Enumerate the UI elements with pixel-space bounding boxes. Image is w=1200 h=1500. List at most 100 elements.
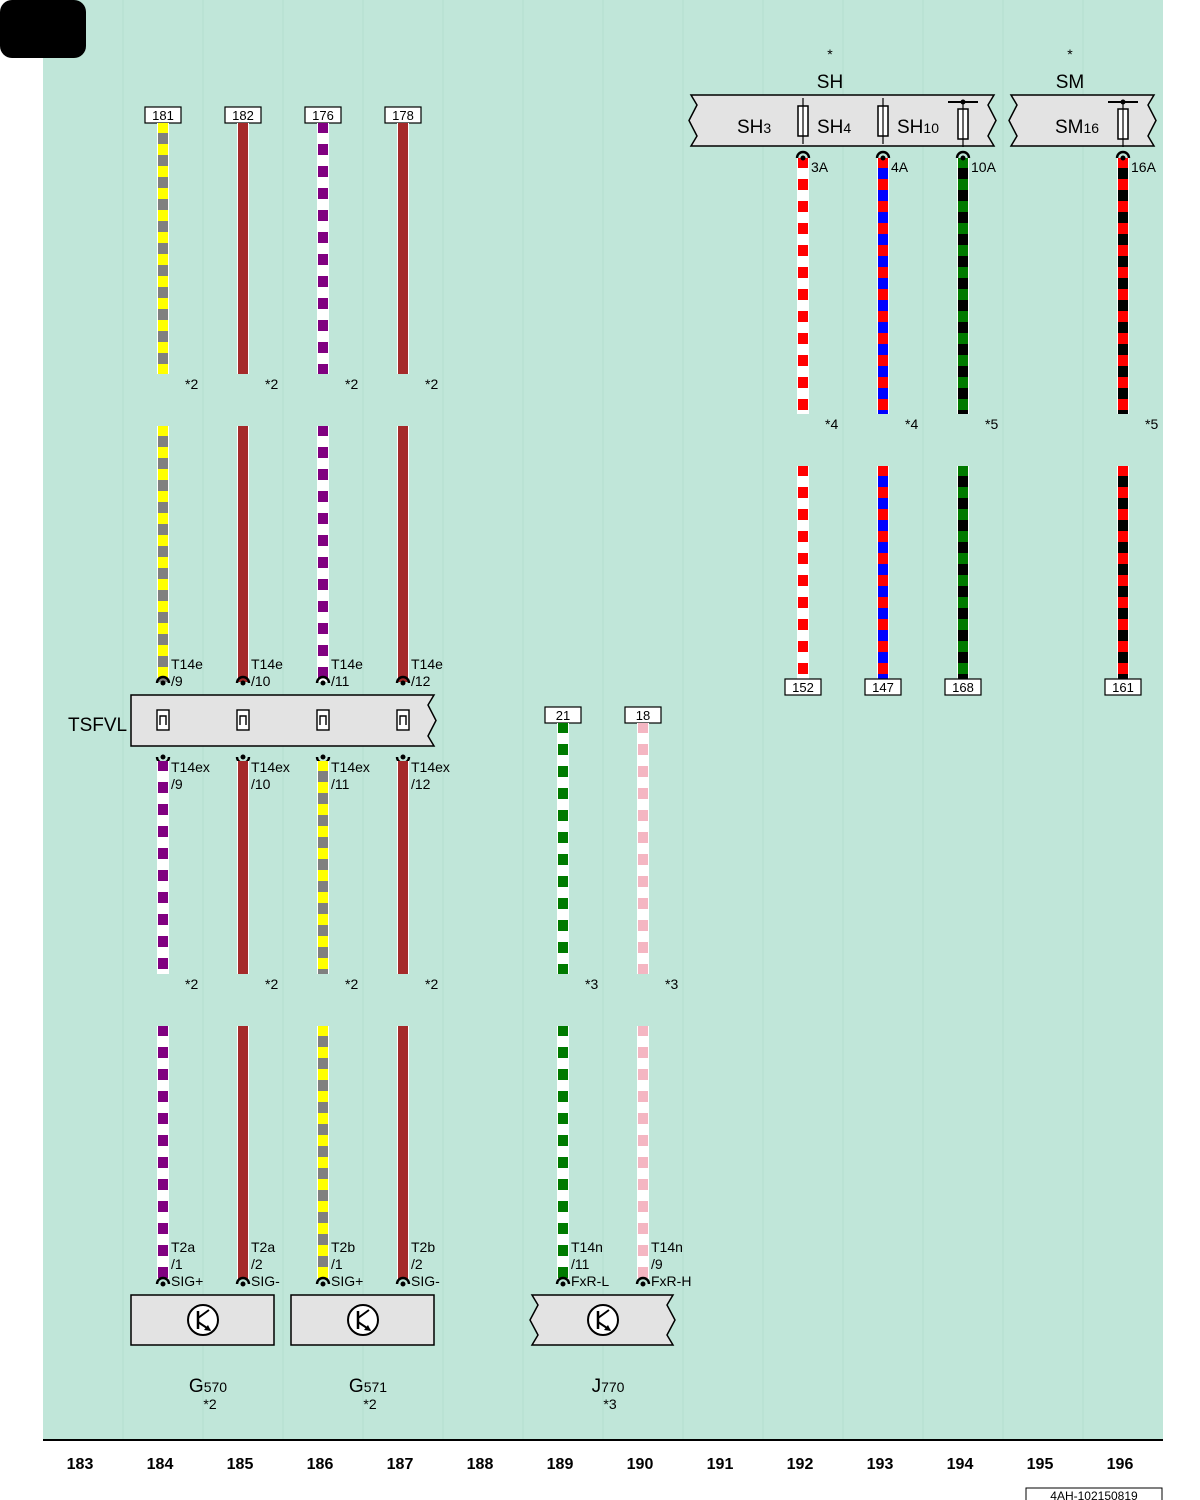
pin-label: FxR-H bbox=[651, 1273, 691, 1289]
pin-label: T2a bbox=[251, 1239, 275, 1255]
wire-stripe bbox=[158, 837, 168, 848]
pin-label: /10 bbox=[251, 776, 271, 792]
pin-dot bbox=[560, 1281, 566, 1287]
connector-contact bbox=[236, 709, 250, 731]
fuse-box-sh-asterisk: * bbox=[827, 46, 833, 62]
wire-stripe bbox=[798, 542, 808, 553]
pin-contact bbox=[235, 1276, 251, 1285]
wire-stripe bbox=[318, 793, 328, 804]
wire-stripe bbox=[318, 1080, 328, 1091]
wire-base bbox=[398, 761, 408, 974]
reference-number: 18 bbox=[636, 708, 650, 723]
wire-stripe bbox=[798, 168, 808, 179]
wire-segment bbox=[877, 466, 889, 679]
pin-dot bbox=[400, 680, 406, 686]
wire-stripe bbox=[158, 1058, 168, 1069]
wire-stripe bbox=[318, 1058, 328, 1069]
wire-stripe bbox=[958, 366, 968, 377]
wire-stripe bbox=[318, 436, 328, 447]
wire-stripe bbox=[558, 1190, 568, 1201]
wire-stripe bbox=[958, 586, 968, 597]
wire-stripe bbox=[638, 909, 648, 920]
pin-label: 3A bbox=[811, 159, 829, 175]
wire-base bbox=[398, 426, 408, 682]
reference-number-box bbox=[784, 678, 822, 696]
pin-label: SIG- bbox=[411, 1273, 440, 1289]
pin-contact bbox=[395, 1276, 411, 1285]
wire-stripe bbox=[558, 1080, 568, 1091]
wire-stripe bbox=[878, 278, 888, 289]
wire-note: *5 bbox=[1145, 416, 1158, 432]
wire-note: *4 bbox=[825, 416, 838, 432]
pin-label: /11 bbox=[571, 1256, 590, 1272]
wire-stripe bbox=[1118, 256, 1128, 267]
wire-stripe bbox=[798, 256, 808, 267]
fuse-box-sm-asterisk: * bbox=[1067, 46, 1073, 62]
wire-segment bbox=[157, 426, 169, 682]
wire-stripe bbox=[158, 546, 168, 557]
wire-stripe bbox=[158, 1146, 168, 1157]
wire-stripe bbox=[638, 1058, 648, 1069]
wire-stripe bbox=[558, 777, 568, 788]
pin-label: FxR-L bbox=[571, 1273, 609, 1289]
pin-dot bbox=[1120, 155, 1126, 161]
pin-label: /1 bbox=[331, 1256, 343, 1272]
wire-stripe bbox=[958, 542, 968, 553]
wire-stripe bbox=[1118, 476, 1128, 487]
wire-stripe bbox=[318, 859, 328, 870]
wire-stripe bbox=[878, 608, 888, 619]
wire-stripe bbox=[158, 969, 168, 974]
column-number: 185 bbox=[227, 1456, 254, 1473]
reference-number: 168 bbox=[952, 680, 974, 695]
wire-stripe bbox=[318, 1146, 328, 1157]
column-number: 196 bbox=[1107, 1456, 1134, 1473]
wire-stripe bbox=[958, 476, 968, 487]
wire-stripe bbox=[638, 1080, 648, 1091]
wire-stripe bbox=[1118, 322, 1128, 333]
wire-stripe bbox=[318, 678, 328, 682]
wire-stripe bbox=[798, 652, 808, 663]
wire-stripe bbox=[798, 586, 808, 597]
wire-stripe bbox=[318, 480, 328, 491]
pin-dot bbox=[320, 754, 326, 760]
wire-stripe bbox=[638, 1146, 648, 1157]
transistor-icon-arrow bbox=[604, 1325, 611, 1331]
wire-stripe bbox=[318, 458, 328, 469]
wire-stripe bbox=[158, 568, 168, 579]
wire-segment bbox=[797, 158, 809, 414]
wire-stripe bbox=[158, 590, 168, 601]
reference-number-box bbox=[864, 678, 902, 696]
pin-dot bbox=[240, 754, 246, 760]
wire-stripe bbox=[958, 608, 968, 619]
wire-stripe bbox=[798, 630, 808, 641]
wire-stripe bbox=[638, 1102, 648, 1113]
wire-stripe bbox=[878, 630, 888, 641]
wire-stripe bbox=[158, 771, 168, 782]
fuse-slot-sh4: SH4 bbox=[817, 117, 851, 138]
pin-label: T2b bbox=[331, 1239, 355, 1255]
pin-contact bbox=[235, 675, 251, 684]
pin-label: /9 bbox=[171, 776, 183, 792]
wire-stripe bbox=[878, 564, 888, 575]
pin-label: /12 bbox=[411, 776, 431, 792]
column-number: 195 bbox=[1027, 1456, 1054, 1473]
wire-stripe bbox=[158, 353, 168, 364]
pin-label: /2 bbox=[411, 1256, 423, 1272]
wire-stripe bbox=[318, 331, 328, 342]
column-number: 186 bbox=[307, 1456, 334, 1473]
wire-stripe bbox=[318, 612, 328, 623]
reference-number-box bbox=[1104, 678, 1142, 696]
wire-stripe bbox=[158, 925, 168, 936]
wire-stripe bbox=[158, 155, 168, 166]
fuse-box-sm-name: SM bbox=[1056, 72, 1085, 93]
column-number: 193 bbox=[867, 1456, 894, 1473]
pin-dot bbox=[400, 1281, 406, 1287]
wire-base bbox=[398, 1026, 408, 1279]
wire-stripe bbox=[798, 234, 808, 245]
wire-stripe bbox=[158, 815, 168, 826]
wire-stripe bbox=[158, 1080, 168, 1091]
wire-stripe bbox=[638, 843, 648, 854]
reference-number: 21 bbox=[556, 708, 570, 723]
wire-stripe bbox=[878, 366, 888, 377]
